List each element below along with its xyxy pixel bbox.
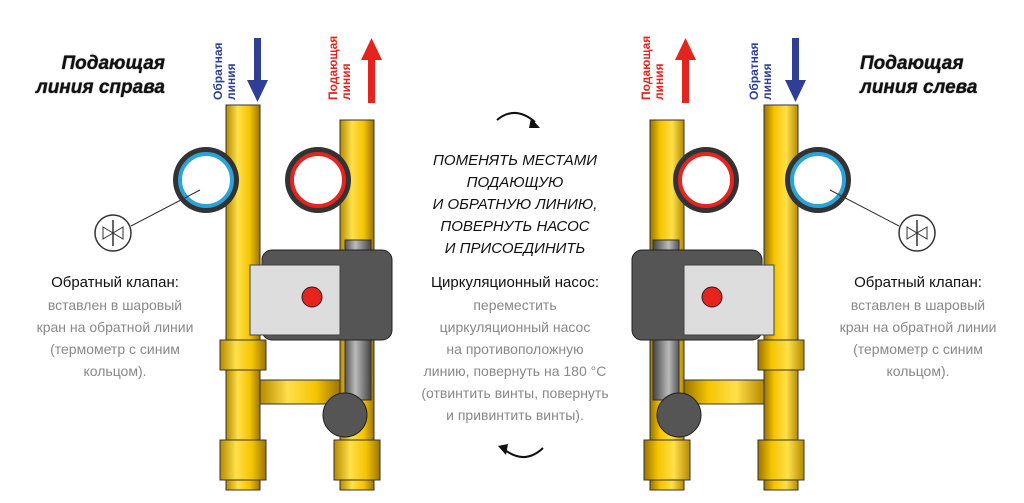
rotate-arrow-top-icon [496, 112, 536, 123]
instruction-line: И ПРИСОЕДИНИТЬ [444, 240, 586, 257]
right-title: Подающая линия слева [860, 52, 1000, 100]
note-line: (термометр с синим [50, 341, 180, 357]
supply-arrow-left-icon [361, 38, 382, 103]
note-line: и привинтить винты). [446, 407, 584, 423]
note-line: линию, повернуть на 180 °C [423, 363, 607, 379]
swap-instruction: ПОМЕНЯТЬ МЕСТАМИ ПОДАЮЩУЮ И ОБРАТНУЮ ЛИН… [405, 150, 625, 260]
note-line: на противоположную [446, 341, 584, 357]
label-line: линия [760, 63, 774, 100]
note-line: кран на обратной линии [839, 319, 997, 335]
note-line: кольцом). [83, 363, 147, 379]
rotate-arrow-bottom-icon [504, 447, 544, 458]
note-heading: Обратный клапан: [51, 274, 179, 291]
instruction-line: ПОДАЮЩУЮ [466, 174, 564, 191]
title-line: Подающая [860, 53, 964, 74]
return-arrow-right-icon [785, 38, 806, 102]
check-valve-note-right: Обратный клапан: вставлен в шаровый кран… [818, 272, 1018, 382]
check-valve-icon-right [829, 189, 936, 252]
instruction-line: И ОБРАТНУЮ ЛИНИЮ, [432, 196, 598, 213]
supply-arrow-right-icon [675, 38, 696, 103]
label-line: линия [339, 63, 353, 100]
check-valve-icon-left [94, 189, 201, 252]
note-line: кольцом). [886, 363, 950, 379]
note-line: вставлен в шаровый [850, 297, 986, 313]
note-line: циркуляционный насос [439, 319, 591, 335]
note-line: (отвинтить винты, повернуть [421, 385, 609, 401]
instruction-line: ПОМЕНЯТЬ МЕСТАМИ [433, 152, 597, 169]
pump-note: Циркуляционный насос: переместить циркул… [415, 272, 615, 426]
title-line: линия справа [35, 77, 165, 98]
note-line: вставлен в шаровый [47, 297, 183, 313]
label-line: линия [652, 63, 666, 100]
instruction-line: ПОВЕРНУТЬ НАСОС [440, 218, 590, 235]
pump-heading: Циркуляционный насос: [430, 274, 600, 291]
note-line: кран на обратной линии [36, 319, 194, 335]
label-line: линия [224, 63, 238, 100]
title-line: Подающая [61, 53, 165, 74]
note-line: переместить [473, 297, 557, 313]
return-arrow-left-icon [247, 38, 268, 102]
title-line: линия слева [860, 77, 978, 98]
check-valve-note-left: Обратный клапан: вставлен в шаровый кран… [15, 272, 215, 382]
left-title: Подающая линия справа [30, 52, 165, 100]
note-line: (термометр с синим [853, 341, 983, 357]
note-heading: Обратный клапан: [854, 274, 982, 291]
